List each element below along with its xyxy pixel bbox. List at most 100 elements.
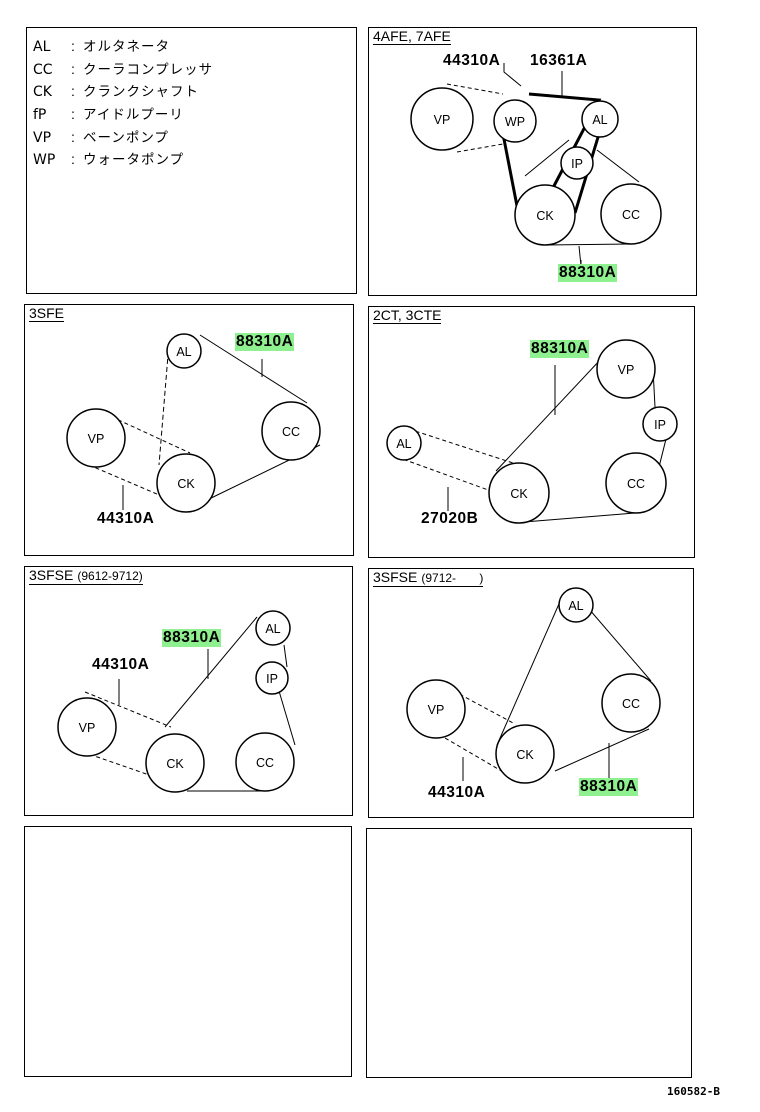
belt-segment xyxy=(588,608,652,682)
part-number-88310a: 88310A xyxy=(530,340,590,358)
footer-code: 160582-B xyxy=(667,1085,720,1098)
belt-segment xyxy=(446,83,504,95)
pulley-label: VP xyxy=(88,432,105,446)
part-number-27020b: 27020B xyxy=(421,510,479,527)
belt-segment xyxy=(88,464,172,501)
legend-desc: アイドルプーリ xyxy=(83,107,184,123)
pulley-cc: CC xyxy=(600,183,662,245)
legend-colon: : xyxy=(71,61,75,77)
legend-desc: クランクシャフト xyxy=(83,84,199,100)
pulley-label: CC xyxy=(256,756,274,770)
panel-4afe-7afe: 4AFE, 7AFE VP WP AL IP CK CC 44310A 1636… xyxy=(368,27,697,296)
part-number-44310a: 44310A xyxy=(443,52,501,69)
belt-segment xyxy=(495,358,602,472)
pulley-label: VP xyxy=(618,363,635,377)
pulley-ip: IP xyxy=(642,406,678,442)
pulley-label: CK xyxy=(536,209,554,223)
belt-diagram-2ct: VP IP AL CC CK xyxy=(386,339,678,524)
belt-segment xyxy=(164,616,258,728)
belt-segment xyxy=(84,691,172,728)
legend-colon: : xyxy=(71,129,75,145)
pulley-vp: VP xyxy=(410,87,474,151)
pulley-label: CC xyxy=(282,425,300,439)
pulley-label: IP xyxy=(266,672,278,686)
pulley-vp: VP xyxy=(66,408,126,468)
pulley-cc: CC xyxy=(601,673,661,733)
belt-segment xyxy=(283,644,288,668)
legend-code: CC xyxy=(33,62,53,78)
belt-diagram-3sfe: AL CC VP CK xyxy=(66,333,321,513)
panel-2ct-3cte: 2CT, 3CTE VP IP AL CC CK 88310A 27020B xyxy=(368,306,695,558)
pulley-ck: CK xyxy=(145,733,205,793)
pulley-vp: VP xyxy=(596,339,656,399)
pulley-vp: VP xyxy=(406,679,466,739)
panel-title: 4AFE, 7AFE xyxy=(373,28,451,45)
belt-segment xyxy=(408,428,514,464)
pulley-label: VP xyxy=(434,113,451,127)
pulley-label: CK xyxy=(166,757,184,771)
legend-desc: クーラコンプレッサ xyxy=(83,62,214,78)
panel-3sfe: 3SFE AL CC VP CK 88310A 44310A xyxy=(24,304,354,556)
belt-segment xyxy=(501,133,519,207)
part-number-44310a: 44310A xyxy=(97,510,155,527)
belt-segment xyxy=(658,438,667,468)
pulley-label: IP xyxy=(571,157,583,171)
part-number-88310a: 88310A xyxy=(579,778,639,796)
legend-row-cc: CC: クーラコンプレッサ xyxy=(33,58,213,78)
pulley-label: CC xyxy=(627,477,645,491)
belt-segment xyxy=(544,243,632,246)
legend-code: AL xyxy=(33,39,51,55)
panel-title: 3SFSE(9712- ) xyxy=(373,569,484,587)
panel-title-main: 3SFSE xyxy=(29,567,74,583)
pulley-cc: CC xyxy=(605,452,667,514)
leader-line xyxy=(503,63,522,87)
part-number-44310a: 44310A xyxy=(92,656,150,673)
legend-desc: ウォータポンプ xyxy=(83,152,185,168)
pulley-al: AL xyxy=(166,333,202,369)
pulley-label: AL xyxy=(396,437,411,451)
pulley-ck: CK xyxy=(495,724,555,784)
pulley-ck: CK xyxy=(514,184,576,246)
belt-segment xyxy=(158,342,170,466)
part-number-16361a: 16361A xyxy=(530,52,588,69)
part-number-44310a: 44310A xyxy=(428,784,486,801)
panel-subtitle: (9612-9712) xyxy=(77,569,143,583)
legend-row-wp: WP:ウォータポンプ xyxy=(33,148,184,168)
belt-segment xyxy=(396,456,492,492)
belt-segment xyxy=(456,143,504,153)
pulley-label: AL xyxy=(568,599,583,613)
legend-code: fP xyxy=(33,107,47,123)
belt-segment xyxy=(596,149,640,183)
belt-segment xyxy=(554,728,650,772)
belt-diagram-4afe: VP WP AL IP CK CC xyxy=(410,63,662,267)
pulley-wp: WP xyxy=(493,99,537,143)
panel-title: 3SFSE(9612-9712) xyxy=(29,567,143,585)
panel-3sfse-9712: 3SFSE(9712- ) AL CC VP CK 44310A 88310A xyxy=(368,568,694,818)
pulley-cc: CC xyxy=(235,732,295,792)
belt-diagram-3sfse-late: AL CC VP CK xyxy=(406,587,661,784)
belt-segment xyxy=(528,92,602,227)
panel-title: 3SFE xyxy=(29,305,65,322)
legend-code: CK xyxy=(33,84,52,100)
pulley-label: CC xyxy=(622,697,640,711)
legend-row-al: AL:オルタネータ xyxy=(33,35,170,55)
empty-panel-right xyxy=(366,828,692,1078)
pulley-al: AL xyxy=(386,425,422,461)
belt-segment xyxy=(199,334,308,404)
pulley-label: CK xyxy=(177,477,195,491)
legend-row-ck: CK: クランクシャフト xyxy=(33,80,199,100)
legend-colon: : xyxy=(71,83,75,99)
leader-line xyxy=(578,245,582,267)
belt-segment xyxy=(496,596,563,746)
part-number-88310a: 88310A xyxy=(162,629,222,647)
pulley-label: WP xyxy=(505,115,525,129)
legend-colon: : xyxy=(71,106,75,122)
part-number-88310a: 88310A xyxy=(235,333,295,351)
belt-segment xyxy=(82,751,156,778)
panel-title-main: 3SFSE xyxy=(373,569,418,585)
pulley-ck: CK xyxy=(488,462,550,524)
pulley-vp: VP xyxy=(57,697,117,757)
legend-colon: : xyxy=(71,151,75,167)
legend-row-vp: VP:ベーンポンプ xyxy=(33,126,169,146)
legend-panel: AL:オルタネータ CC: クーラコンプレッサ CK: クランクシャフト fP: アイ… xyxy=(26,27,357,294)
